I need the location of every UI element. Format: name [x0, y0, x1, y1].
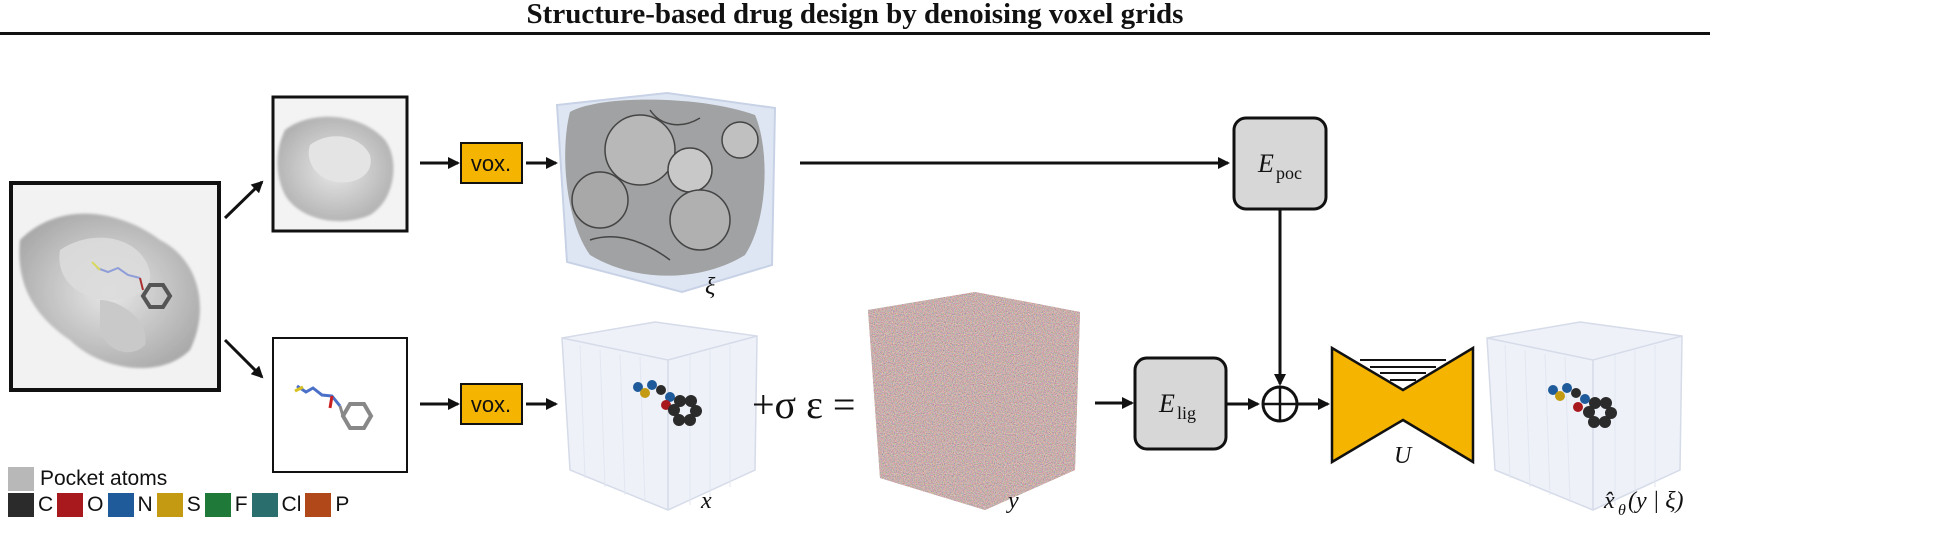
pocket-label: Pocket atoms: [40, 467, 168, 490]
output-label: x̂ θ (y | ξ): [1603, 488, 1684, 519]
xi-label: ξ: [705, 274, 716, 300]
pocket-voxel-grid: [555, 91, 777, 294]
epoc-main: E: [1257, 149, 1274, 178]
noisy-voxel-grid: [868, 292, 1080, 510]
elig-main: E: [1158, 389, 1175, 418]
pocket-ligand-image: [9, 181, 221, 392]
voxelize-box-top: vox.: [460, 142, 523, 184]
atom-swatch: [251, 493, 278, 517]
elig-sub: lig: [1177, 403, 1196, 423]
output-voxel-grid: [1486, 321, 1683, 511]
atom-label: Cl: [281, 493, 302, 516]
atom-label: F: [234, 493, 248, 516]
epoc-sub: poc: [1276, 163, 1302, 183]
pocket-encoder-box: E poc: [1232, 116, 1328, 211]
legend-item: O: [57, 493, 104, 517]
legend-item: C: [8, 493, 53, 517]
x-label: x: [700, 488, 712, 514]
atom-swatch: [305, 493, 332, 517]
ligand-voxel-grid: [561, 321, 758, 511]
ligand-encoder-box: E lig: [1133, 356, 1228, 451]
legend-item: P: [305, 493, 349, 517]
atom-label: O: [87, 493, 104, 516]
legend-atoms-row: C O N S F Cl P: [8, 492, 353, 518]
unet-block: [1330, 345, 1475, 465]
title-rule: [0, 32, 1710, 35]
svg-text:θ: θ: [1618, 502, 1626, 519]
svg-text:x̂: x̂: [1603, 488, 1615, 514]
sum-node: [1261, 385, 1299, 423]
y-label: y: [1006, 488, 1019, 514]
atom-legend: Pocket atoms C O N S F Cl P: [8, 466, 353, 518]
split-arrow-bottom: [223, 338, 264, 379]
legend-item: N: [107, 493, 153, 517]
pocket-surface-image: [271, 95, 409, 233]
ligand-image: [272, 337, 408, 473]
noise-equation: +σ ε =: [752, 382, 855, 427]
legend-item: F: [204, 493, 248, 517]
voxelize-box-bottom: vox.: [460, 383, 523, 425]
atom-swatch: [107, 493, 134, 517]
legend-item: Cl: [251, 493, 302, 517]
atom-label: S: [186, 493, 201, 516]
pocket-swatch: [8, 467, 34, 491]
atom-swatch: [57, 493, 84, 517]
atom-swatch: [204, 493, 231, 517]
atom-swatch: [8, 493, 34, 517]
atom-label: P: [335, 493, 350, 516]
atom-label: N: [137, 493, 153, 516]
legend-pocket-row: Pocket atoms: [8, 466, 353, 492]
svg-text:(y | ξ): (y | ξ): [1628, 488, 1684, 514]
legend-item: S: [156, 493, 201, 517]
atom-label: C: [38, 493, 54, 516]
split-arrow-top: [223, 180, 264, 220]
figure-title: Structure-based drug design by denoising…: [526, 0, 1184, 30]
vox-label-bottom: vox.: [471, 392, 511, 417]
ligand-in-pocket: [91, 261, 173, 309]
vox-label-top: vox.: [471, 151, 511, 176]
unet-label: U: [1394, 443, 1413, 469]
atom-swatch: [156, 493, 183, 517]
